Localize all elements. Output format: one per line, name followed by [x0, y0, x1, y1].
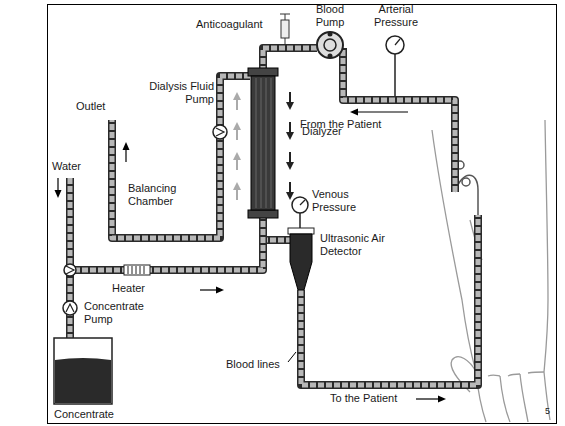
gauge-label: Arterial Pressure — [366, 3, 426, 28]
gauge-label: Venous Pressure — [312, 188, 372, 213]
anticoagulant-label: Anticoagulant — [196, 18, 276, 31]
patient-arm — [432, 120, 550, 422]
leader-line — [288, 352, 296, 362]
tubing — [70, 48, 478, 385]
frame — [48, 5, 557, 424]
pump-label: Blood Pump — [308, 3, 352, 28]
callout-label: Blood lines — [226, 358, 286, 371]
inlet-label: Water — [52, 160, 92, 173]
part-label: Ultrasonic Air Detector — [320, 232, 400, 257]
pump-label: Dialysis Fluid Pump — [148, 80, 214, 105]
pump-label: Concentrate Pump — [84, 300, 156, 325]
part-label: Balancing Chamber — [128, 182, 194, 207]
concentrate-pump — [63, 301, 77, 315]
heater — [124, 265, 150, 275]
venous-gauge — [292, 197, 308, 229]
syringe — [280, 14, 290, 44]
flow-arrows — [55, 92, 447, 403]
mixing-valve — [64, 264, 76, 276]
concentrate-jar — [54, 338, 112, 404]
arterial-gauge — [386, 36, 404, 96]
flow-label: To the Patient — [330, 392, 414, 405]
page-number: 5 — [545, 406, 555, 416]
outlet-label: Outlet — [76, 100, 126, 113]
part-label: Concentrate — [54, 408, 134, 421]
part-label: Dialyzer — [302, 125, 362, 138]
fluid-pump — [213, 125, 227, 139]
air-detector — [288, 228, 314, 290]
part-label: Heater — [112, 282, 162, 295]
dialyzer — [248, 68, 278, 218]
blood-pump — [317, 32, 343, 59]
